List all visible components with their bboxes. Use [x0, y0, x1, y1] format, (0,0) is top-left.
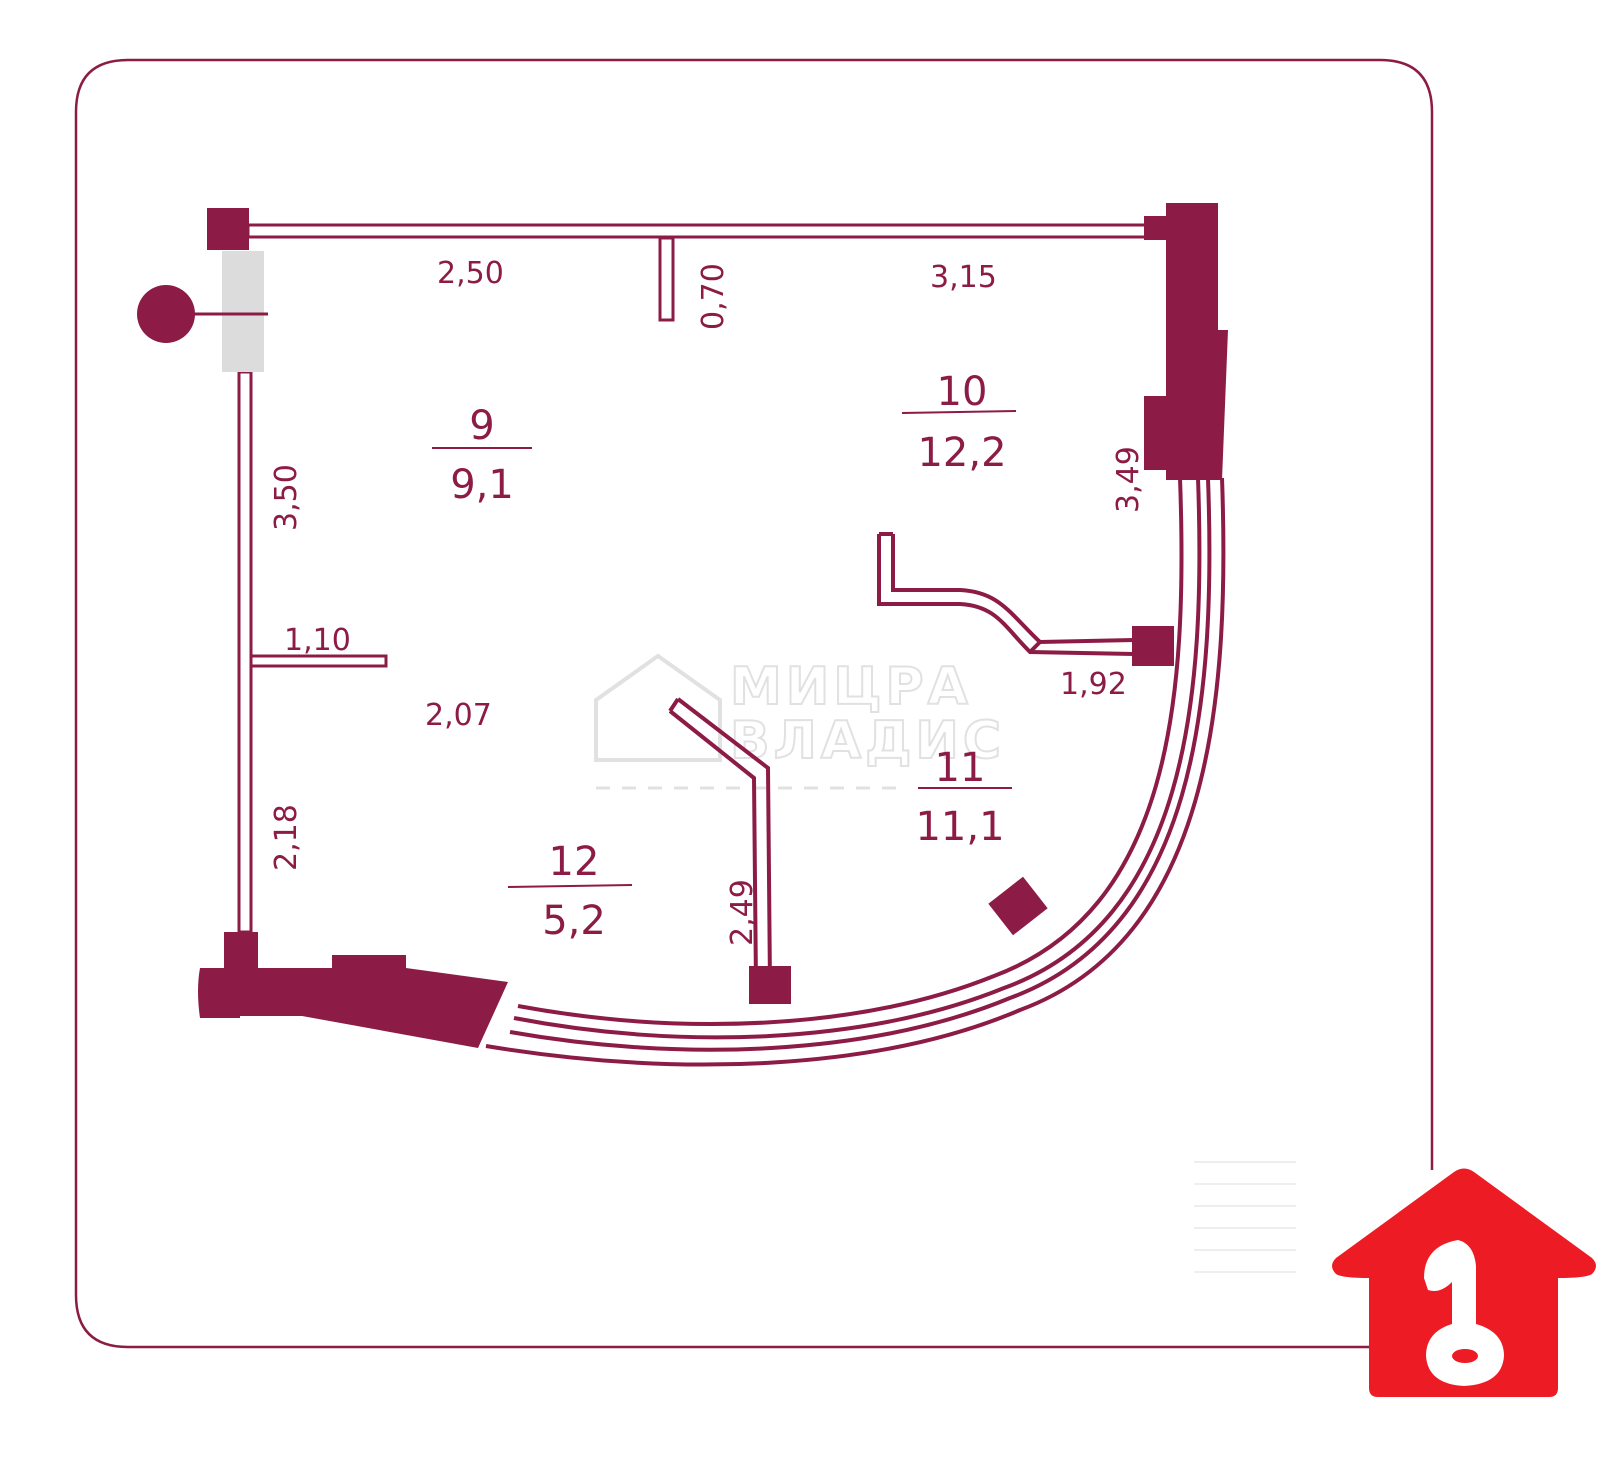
- watermark-line-2: ВЛАДИС: [730, 711, 1005, 771]
- room-10-area: 12,2: [917, 430, 1006, 476]
- dim-stub-left: 1,10: [284, 623, 351, 658]
- room-9-label: 9 9,1: [432, 403, 532, 508]
- entrance-marker-icon: [137, 285, 268, 343]
- dim-partition-lower: 2,49: [725, 879, 760, 946]
- room-12-area: 5,2: [542, 898, 606, 944]
- dim-room10-bottom: 1,92: [1060, 667, 1127, 702]
- curved-wall-mid-2: [513, 477, 1202, 1040]
- dim-right-upper: 3,49: [1111, 446, 1146, 513]
- dim-top-right: 3,15: [930, 260, 997, 295]
- curved-wall-mid-1: [509, 477, 1212, 1052]
- curved-wall-inner: [517, 477, 1184, 1026]
- partition-top: [658, 236, 675, 322]
- watermark-line-1: МИЦРА: [730, 657, 972, 717]
- partition-curved: [877, 534, 1135, 656]
- column-curve: [988, 876, 1048, 936]
- room-11-label: 11 11,1: [915, 745, 1012, 850]
- top-wall: [246, 223, 1148, 239]
- column-top-left: [207, 208, 249, 250]
- partition-left-stub: [249, 654, 388, 668]
- dim-mid-left: 2,07: [425, 698, 492, 733]
- room-11-number: 11: [935, 745, 986, 791]
- house-key-logo-icon: [1332, 1168, 1596, 1397]
- curved-wall-outer: [485, 477, 1226, 1067]
- dim-left-lower: 2,18: [269, 804, 304, 871]
- partition-diagonal: [668, 697, 772, 987]
- room-12-number: 12: [549, 839, 600, 885]
- dim-left-upper: 3,50: [269, 464, 304, 531]
- watermark: МИЦРА ВЛАДИС: [594, 653, 1005, 790]
- room-9-number: 9: [469, 403, 494, 449]
- room-12-label: 12 5,2: [507, 839, 633, 944]
- room-10-label: 10 12,2: [901, 369, 1017, 476]
- room-10-number: 10: [937, 369, 988, 415]
- left-wall: [237, 370, 253, 934]
- room-9-area: 9,1: [450, 462, 514, 508]
- dim-top-left: 2,50: [437, 256, 504, 291]
- bottom-left-wall: [198, 932, 508, 1048]
- dim-partition-top: 0,70: [696, 263, 731, 330]
- room-11-area: 11,1: [915, 804, 1004, 850]
- background-lines: [1194, 1161, 1296, 1273]
- column-room10: [1132, 626, 1174, 666]
- right-upper-wall: [1144, 203, 1228, 480]
- window-block: [222, 251, 264, 372]
- plan-frame: [74, 58, 1434, 1349]
